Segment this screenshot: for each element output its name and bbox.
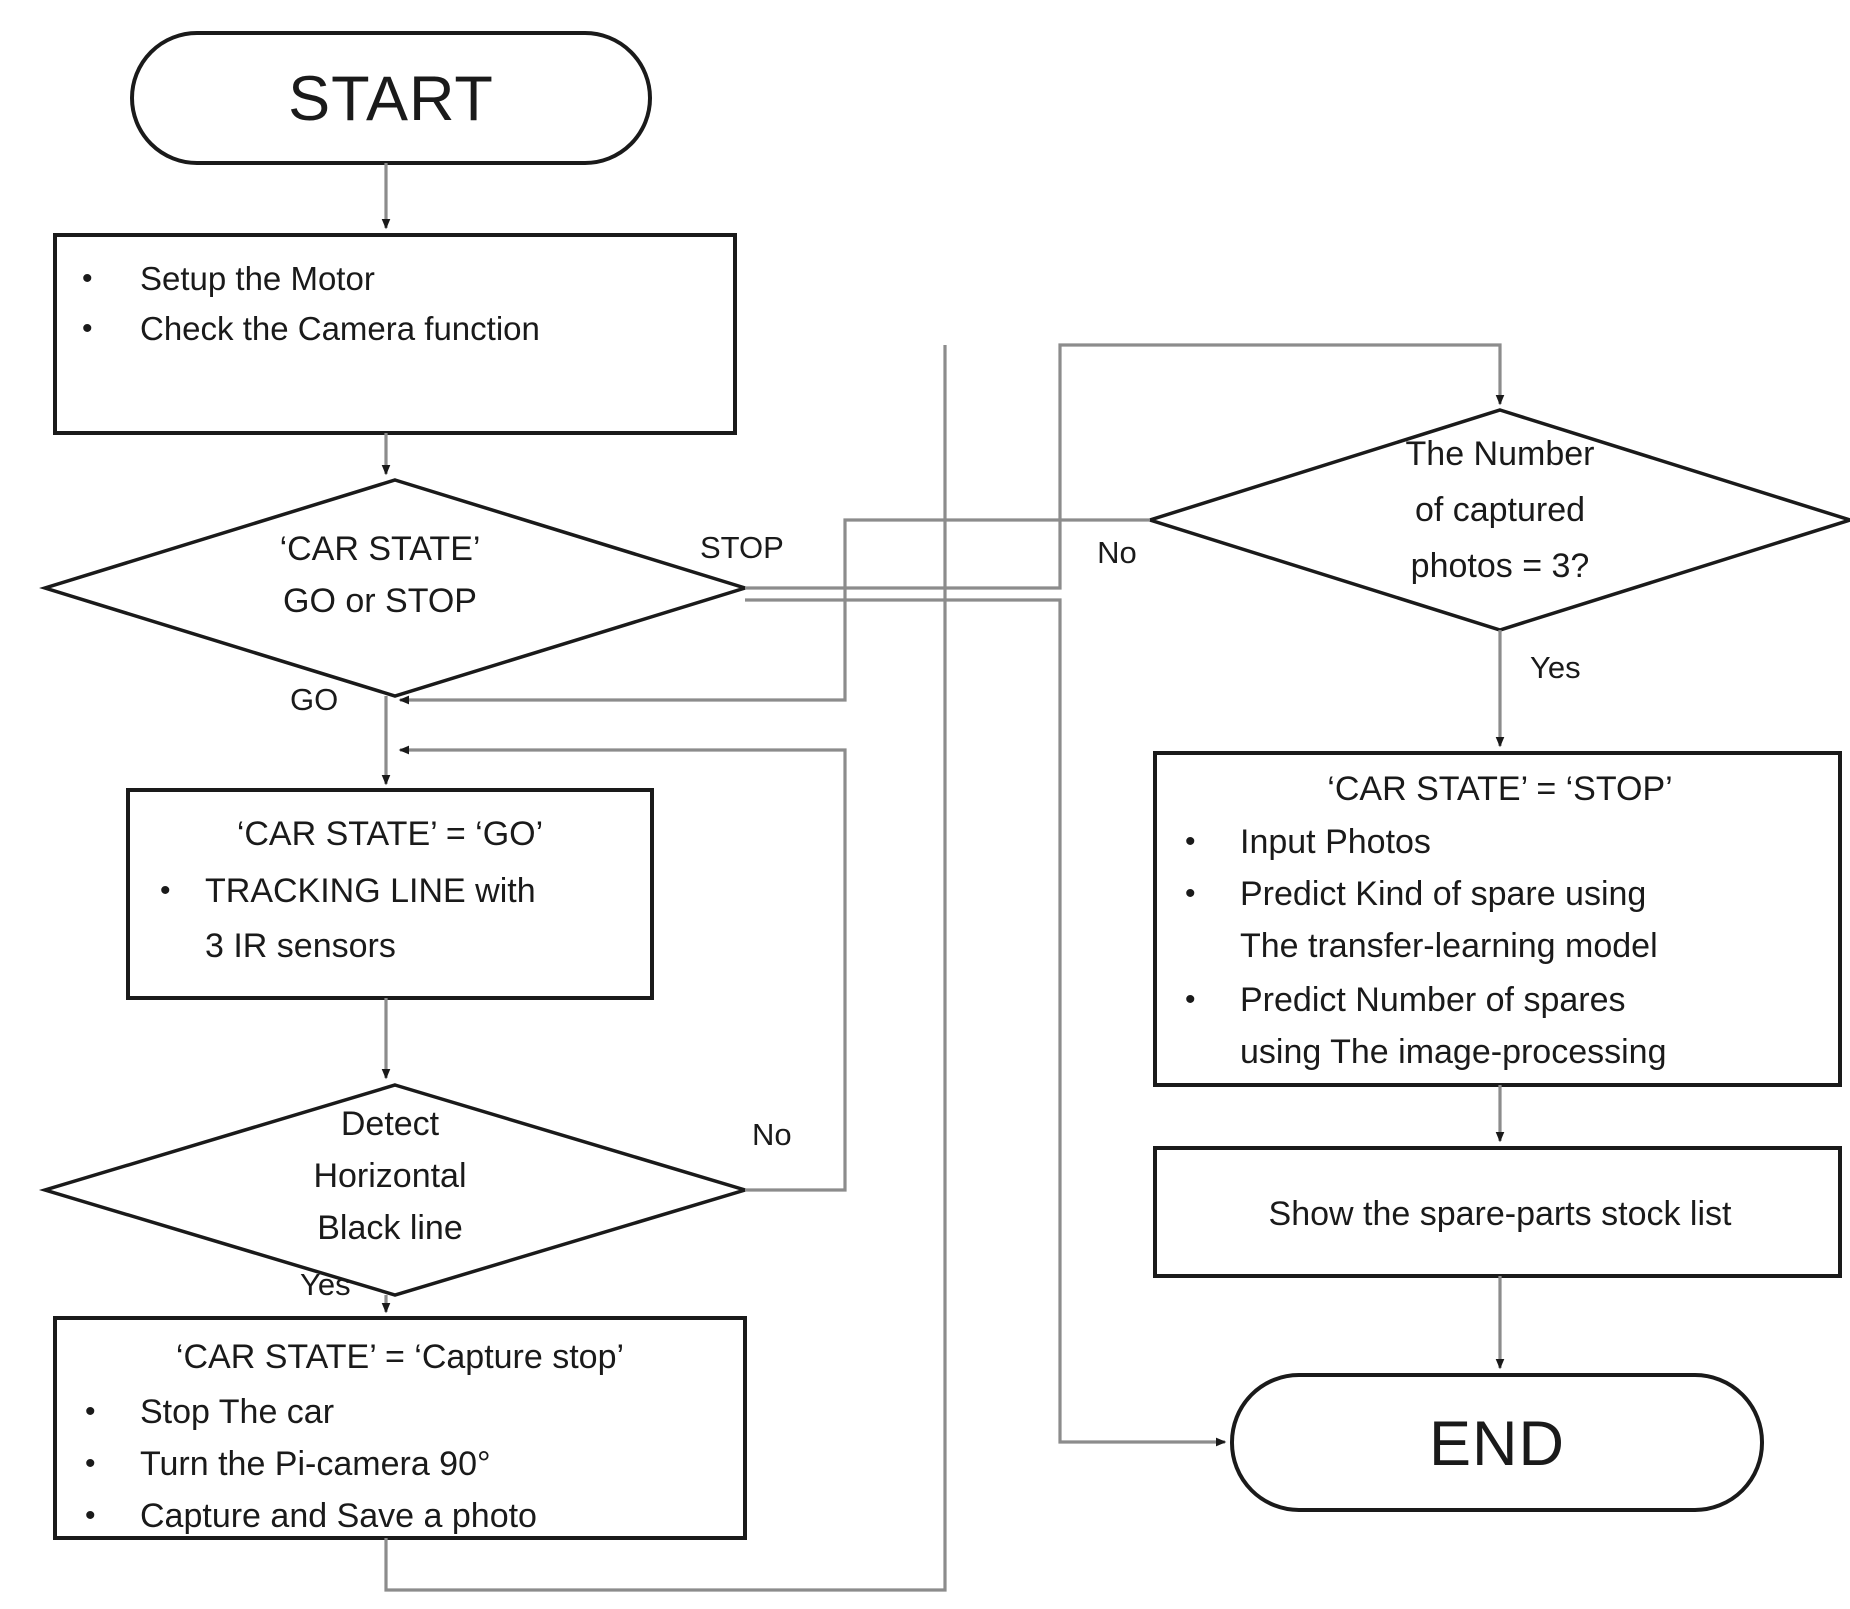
setup-bullet-1: Setup the Motor [140, 260, 375, 297]
detect-line-2: Horizontal [313, 1157, 466, 1195]
edge-capture-to-count-loop [384, 345, 947, 1592]
show-list-shape [1153, 1146, 1842, 1278]
go-process-shape [126, 788, 654, 1000]
setup-process-shape [53, 233, 737, 435]
capture-bullet-1: Stop The car [140, 1393, 334, 1431]
edge-label-count-no: No [1097, 535, 1137, 570]
photo-count-line-1: The Number [1406, 435, 1595, 473]
stop-predict-heading: ‘CAR STATE’ = ‘STOP’ [1327, 770, 1672, 808]
capture-bullet-dot-1: • [85, 1395, 96, 1428]
edge-label-go: GO [290, 682, 338, 717]
edge-detect-no-loop [398, 745, 847, 1192]
predict-bullet-1: Input Photos [1240, 823, 1431, 861]
predict-bullet-dot-1: • [1185, 825, 1196, 858]
predict-bullet-3b: using The image-processing [1240, 1033, 1667, 1071]
start-label: START [288, 64, 494, 134]
setup-bullet-dot-1: • [82, 262, 93, 295]
setup-bullet-2: Check the Camera function [140, 310, 540, 347]
edge-count-no-to-go [398, 518, 1150, 705]
predict-bullet-dot-2: • [1185, 877, 1196, 910]
edge-carstate-stop-to-count [745, 343, 1505, 590]
stop-predict-shape [1153, 751, 1842, 1087]
setup-bullet-dot-2: • [82, 312, 93, 345]
predict-bullet-dot-3: • [1185, 983, 1196, 1016]
detect-line-3: Black line [317, 1209, 463, 1247]
car-state-decision-shape [39, 478, 751, 698]
capture-bullet-dot-3: • [85, 1499, 96, 1532]
edge-label-detect-no: No [752, 1117, 792, 1152]
car-state-line-2: GO or STOP [283, 582, 477, 620]
predict-bullet-2b: The transfer-learning model [1240, 927, 1658, 965]
edge-label-stop: STOP [700, 530, 784, 565]
end-terminator-shape [1230, 1373, 1764, 1512]
capture-stop-heading: ‘CAR STATE’ = ‘Capture stop’ [176, 1338, 624, 1376]
capture-stop-shape [53, 1316, 747, 1540]
capture-bullet-2: Turn the Pi-camera 90° [140, 1445, 491, 1483]
go-process-heading: ‘CAR STATE’ = ‘GO’ [237, 815, 543, 853]
go-process-bullet-dot-1: • [160, 874, 171, 907]
predict-bullet-3a: Predict Number of spares [1240, 981, 1626, 1019]
photo-count-line-2: of captured [1415, 491, 1585, 529]
edge-label-count-yes: Yes [1530, 650, 1581, 685]
go-process-bullet-1b: 3 IR sensors [205, 927, 396, 965]
photo-count-line-3: photos = 3? [1411, 547, 1590, 585]
car-state-line-1: ‘CAR STATE’ [280, 530, 481, 568]
detect-line-1: Detect [341, 1105, 440, 1143]
capture-bullet-3: Capture and Save a photo [140, 1497, 537, 1535]
detect-decision-shape [38, 1083, 752, 1297]
show-list-label: Show the spare-parts stock list [1269, 1195, 1733, 1233]
edge-carstate-stop-to-end [745, 598, 1227, 1447]
start-terminator-shape [130, 31, 652, 165]
capture-bullet-dot-2: • [85, 1447, 96, 1480]
go-process-bullet-1: TRACKING LINE with [205, 872, 536, 910]
edge-label-detect-yes: Yes [300, 1267, 351, 1302]
end-label: END [1429, 1409, 1565, 1479]
predict-bullet-2a: Predict Kind of spare using [1240, 875, 1646, 913]
